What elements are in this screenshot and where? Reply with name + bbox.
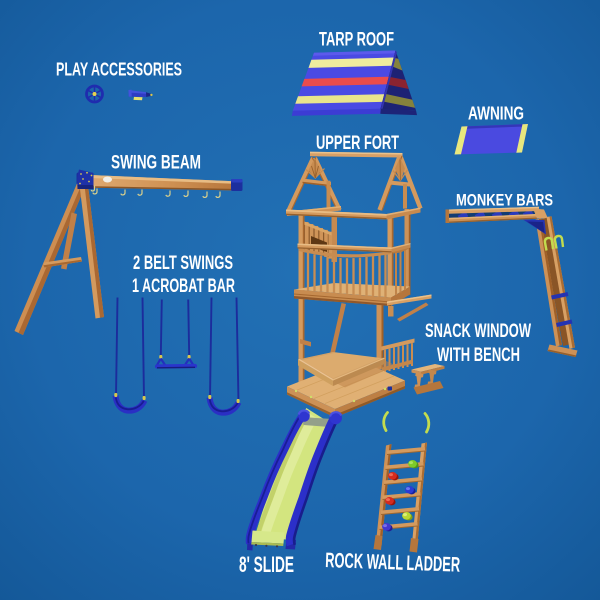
svg-text:AWNING: AWNING	[468, 104, 524, 124]
svg-text:PLAY ACCESSORIES: PLAY ACCESSORIES	[56, 60, 182, 80]
svg-text:UPPER FORT: UPPER FORT	[316, 133, 399, 154]
svg-text:1 ACROBAT BAR: 1 ACROBAT BAR	[132, 276, 235, 297]
svg-text:ROCK WALL LADDER: ROCK WALL LADDER	[325, 549, 461, 577]
svg-text:WITH BENCH: WITH BENCH	[437, 345, 520, 366]
svg-text:2 BELT SWINGS: 2 BELT SWINGS	[133, 253, 233, 274]
svg-text:TARP ROOF: TARP ROOF	[319, 30, 394, 51]
svg-text:MONKEY BARS: MONKEY BARS	[456, 191, 553, 210]
svg-text:SNACK WINDOW: SNACK WINDOW	[425, 321, 531, 342]
svg-text:SWING BEAM: SWING BEAM	[111, 153, 201, 174]
svg-text:8' SLIDE: 8' SLIDE	[239, 552, 294, 577]
